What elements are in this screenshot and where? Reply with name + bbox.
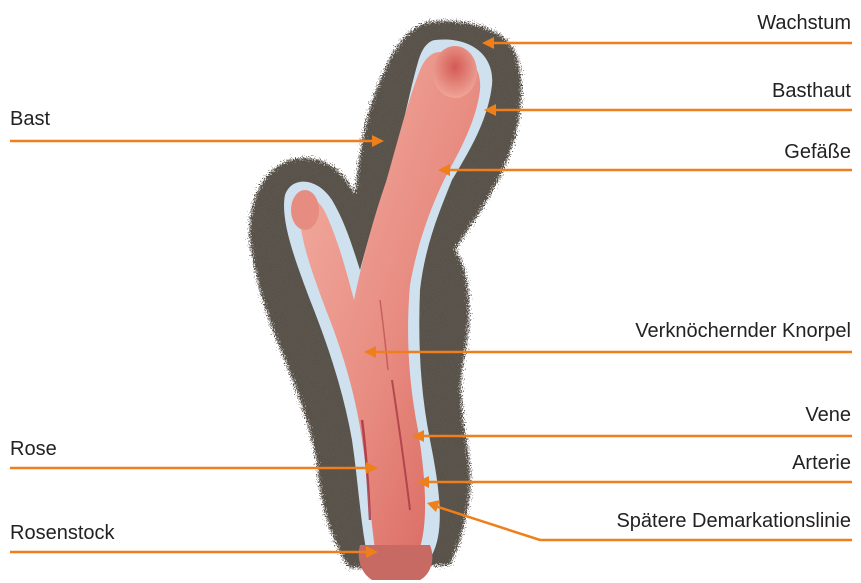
label-wachstum: Wachstum [757,12,851,34]
label-spaetere-demarkationslinie: Spätere Demarkationslinie [616,510,851,532]
label-basthaut: Basthaut [772,80,851,102]
label-rosenstock: Rosenstock [10,522,115,544]
label-bast: Bast [10,108,50,130]
label-arterie: Arterie [792,452,851,474]
label-vene: Vene [805,404,851,426]
label-rose: Rose [10,438,57,460]
label-gefaesse: Gefäße [784,141,851,163]
left-tine-tip [291,190,319,230]
label-verknoechernder-knorpel: Verknöchernder Knorpel [635,320,851,342]
growth-tip [433,46,477,98]
